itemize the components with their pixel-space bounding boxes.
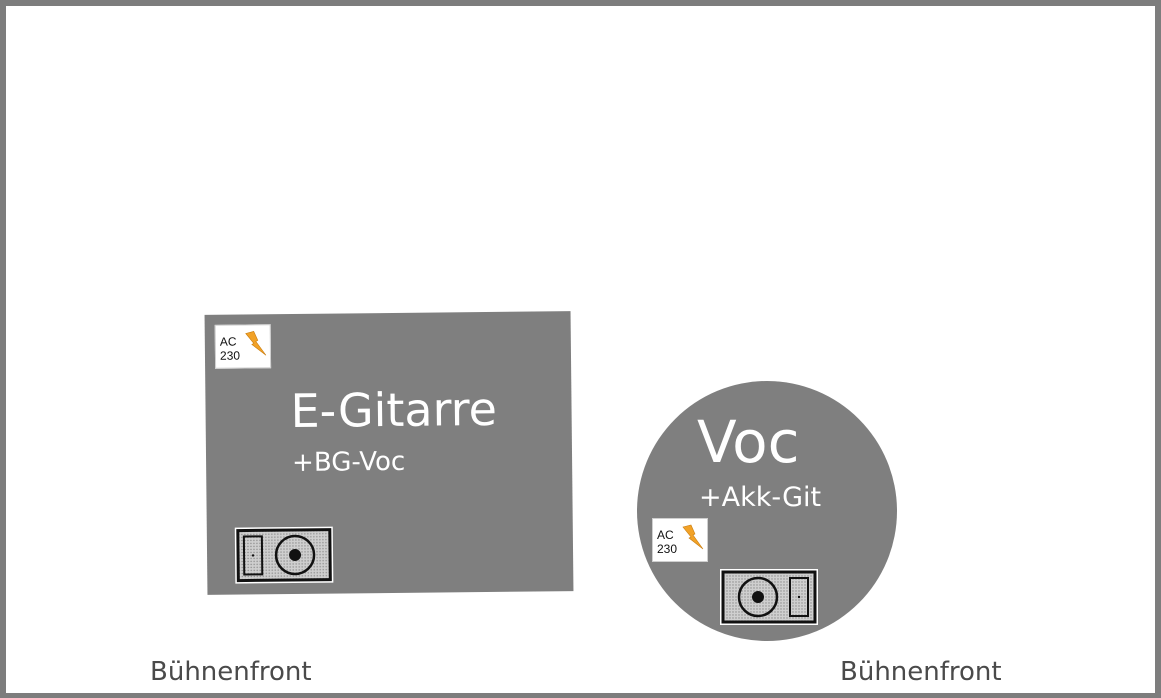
ac-power-badge: AC 230	[652, 518, 708, 562]
stage-front-label-right: Bühnenfront	[840, 657, 1002, 687]
guitar-amp-icon	[234, 526, 334, 584]
ac-label: AC	[219, 334, 237, 349]
lightning-icon	[245, 331, 267, 356]
lightning-icon	[682, 524, 704, 550]
ac-label: AC	[657, 528, 674, 542]
stage-front-label-left: Bühnenfront	[150, 657, 312, 687]
guitar-title: E-Gitarre	[290, 381, 498, 439]
vocal-title: Voc	[697, 408, 800, 476]
ac-power-badge: AC 230	[214, 324, 272, 369]
guitar-position-block: AC 230 E-Gitarre +BG-Voc	[204, 311, 574, 595]
ac-voltage: 230	[657, 542, 678, 556]
vocal-subtitle: +Akk-Git	[699, 482, 822, 513]
monitor-speaker-icon	[720, 569, 818, 625]
guitar-subtitle: +BG-Voc	[291, 446, 406, 479]
ac-voltage: 230	[219, 348, 241, 363]
